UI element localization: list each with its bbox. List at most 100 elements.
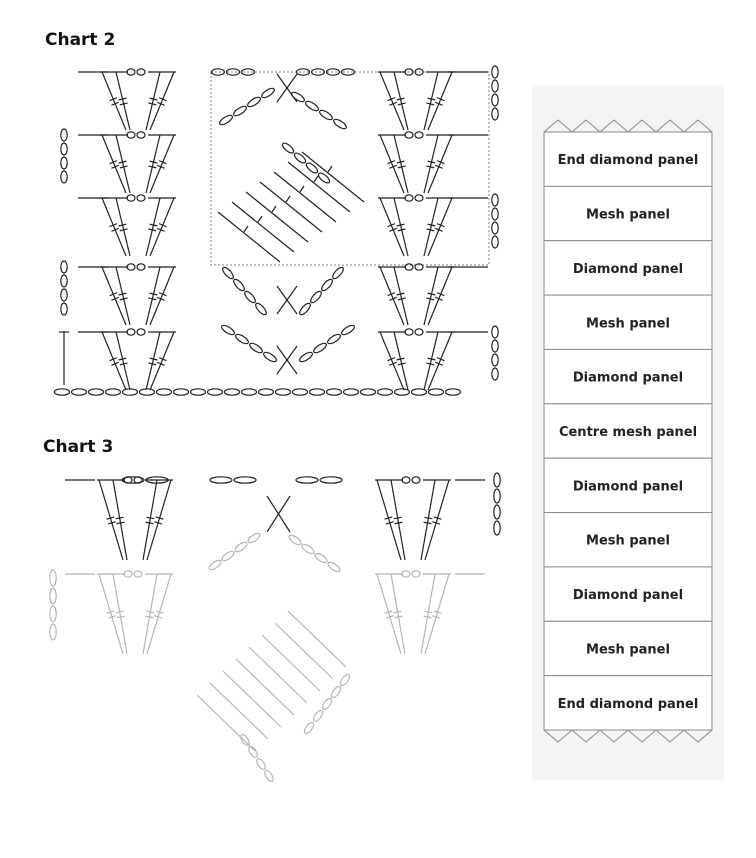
chain-stitch (427, 388, 445, 396)
treble-stitch (115, 331, 131, 391)
treble-stitch (149, 134, 175, 194)
diamond-motif (217, 73, 365, 375)
treble-stitch (149, 331, 175, 391)
treble-stitch (424, 479, 450, 561)
chain-stitch (404, 194, 414, 202)
treble-stitch (145, 331, 161, 391)
top-zigzag-edge (543, 119, 713, 133)
treble-stitch (393, 197, 409, 257)
chain-stitch (295, 68, 311, 76)
treble-stitch (424, 573, 450, 655)
chain-stitch (340, 68, 356, 76)
treble-stitch (149, 197, 175, 257)
chain-stitch (491, 339, 499, 353)
chain-stitch (491, 65, 499, 79)
fan-stitch-columns (78, 68, 488, 391)
chain-stitch (172, 388, 190, 396)
chain-stitch (414, 263, 424, 271)
chain-stitch (327, 561, 341, 573)
chain-stitch (293, 152, 307, 164)
chain-stitch (299, 351, 313, 363)
chain-stitch (49, 623, 57, 641)
chain-stitch (310, 68, 326, 76)
treble-stitch (146, 479, 172, 561)
treble-stitch (379, 71, 405, 131)
chain-stitch (60, 156, 68, 170)
treble-stitch (393, 331, 409, 391)
chain-stitch (313, 342, 327, 354)
treble-stitch (115, 71, 131, 131)
chain-stitch (222, 266, 234, 280)
chain-stitch (233, 278, 245, 292)
chain-stitch (233, 105, 247, 117)
treble-stitch (427, 331, 453, 391)
chain-stitch (136, 263, 146, 271)
chain-stitch (206, 388, 224, 396)
chain-stitch (342, 388, 360, 396)
panel-label: Centre mesh panel (559, 425, 697, 440)
panel-label: Mesh panel (586, 642, 670, 657)
chain-stitch (414, 194, 424, 202)
chain-stitch (376, 388, 394, 396)
chain-stitch (49, 587, 57, 605)
chain-stitch (444, 388, 462, 396)
treble-stitch (390, 573, 406, 655)
panel (543, 131, 713, 187)
treble-stitch (376, 479, 402, 561)
treble-stitch (149, 266, 175, 326)
chain-stitch (493, 472, 501, 488)
chain-stitch (104, 388, 122, 396)
chain-stitch (136, 68, 146, 76)
chain-stitch (60, 288, 68, 302)
panel (543, 240, 713, 296)
treble-stitch (142, 479, 158, 561)
treble-stitch (420, 479, 436, 561)
chain-stitch (404, 68, 414, 76)
chain-stitch (49, 605, 57, 623)
chain-stitch (301, 543, 315, 555)
chain-stitch (256, 757, 266, 771)
chain-stitch (240, 733, 250, 747)
panel (543, 675, 713, 731)
chain-stitch (126, 68, 136, 76)
treble-stitch (376, 573, 402, 655)
chain-stitch (189, 388, 207, 396)
chain-stitch (493, 488, 501, 504)
treble-stitch (423, 197, 439, 257)
chain-stitch (255, 302, 267, 316)
chain-stitch (121, 476, 145, 484)
treble-stitch (379, 266, 405, 326)
chain-stitch (274, 388, 292, 396)
treble-stitch (145, 134, 161, 194)
chain-stitch (145, 476, 169, 484)
panel-label: End diamond panel (558, 153, 699, 168)
chain-stitch (70, 388, 88, 396)
treble-stitch (423, 71, 439, 131)
chain-stitch (339, 673, 351, 687)
panel-label: Mesh panel (586, 534, 670, 549)
chain-stitch (138, 388, 156, 396)
chain-stitch (317, 172, 331, 184)
treble-stitch (115, 266, 131, 326)
chain-stitch (209, 476, 233, 484)
treble-stitch (390, 479, 406, 561)
treble-stitch (393, 266, 409, 326)
chain-stitch (295, 476, 319, 484)
chain-stitch (308, 388, 326, 396)
chain-stitch (332, 266, 344, 280)
treble-stitch (427, 71, 453, 131)
chain-stitch (136, 328, 146, 336)
turning-chains (59, 65, 499, 385)
chain-stitch (330, 685, 342, 699)
chain-stitch (305, 100, 319, 112)
chain-stitch (333, 118, 347, 130)
treble-stitch (101, 331, 127, 391)
chain-stitch (248, 745, 258, 759)
treble-stitch (379, 331, 405, 391)
chain-stitch (240, 68, 256, 76)
chain-stitch (314, 552, 328, 564)
chain-stitch (411, 570, 421, 578)
treble-stitch (112, 479, 128, 561)
chain-stitch (325, 68, 341, 76)
